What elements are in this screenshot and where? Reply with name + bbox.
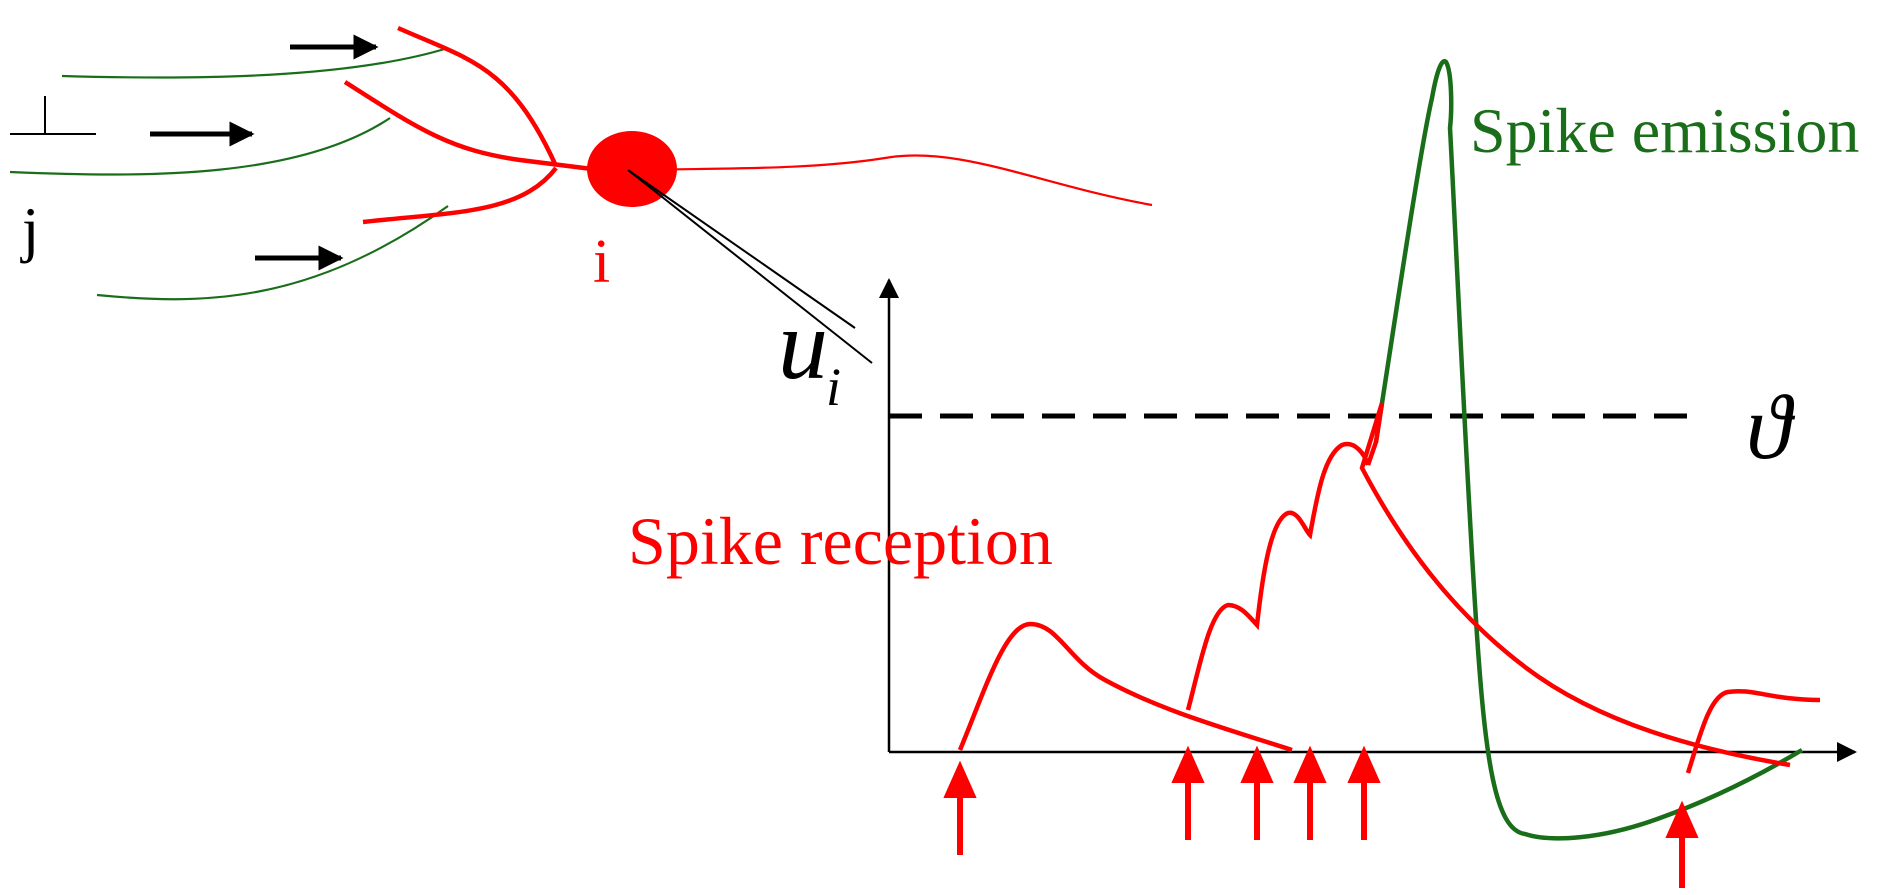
dendrite-line bbox=[397, 25, 559, 167]
psp-summation-curve bbox=[1185, 441, 1371, 711]
spike-arrow-icon bbox=[1240, 745, 1274, 840]
spike-arrow-icon bbox=[1293, 745, 1327, 840]
synapse-icon bbox=[10, 96, 96, 135]
presynaptic-neuron-label: j bbox=[20, 196, 39, 264]
dendrite-line bbox=[343, 80, 601, 173]
spike-arrow-icon bbox=[943, 760, 977, 855]
potential-label: u bbox=[778, 289, 828, 400]
threshold-label: ϑ bbox=[1746, 376, 1796, 478]
dendrite-line bbox=[362, 166, 558, 225]
dendrites bbox=[343, 25, 601, 225]
spike-emission-label: Spike emission bbox=[1470, 95, 1859, 166]
psp-after-curve bbox=[1685, 689, 1821, 774]
input-arrows bbox=[150, 34, 379, 271]
spike-emission-curve bbox=[1373, 59, 1804, 841]
reset-curve bbox=[1359, 402, 1791, 768]
spike-arrow-icon bbox=[1171, 745, 1205, 840]
electrode-probe bbox=[627, 169, 873, 364]
postsynaptic-axon bbox=[639, 154, 1153, 207]
spike-arrow-icon bbox=[1347, 745, 1381, 840]
spike-reception-label: Spike reception bbox=[628, 503, 1053, 579]
spike-markers bbox=[943, 745, 1699, 888]
psp-curve bbox=[957, 621, 1293, 753]
postsynaptic-neuron-label: i bbox=[593, 228, 610, 296]
potential-subscript: i bbox=[826, 357, 841, 417]
presynaptic-axons bbox=[9, 46, 449, 301]
axon-line bbox=[61, 46, 449, 79]
spike-arrow-icon bbox=[1665, 800, 1699, 888]
axon-line bbox=[96, 205, 449, 301]
axon-line bbox=[9, 117, 391, 176]
spike-reception-curves bbox=[957, 402, 1821, 774]
